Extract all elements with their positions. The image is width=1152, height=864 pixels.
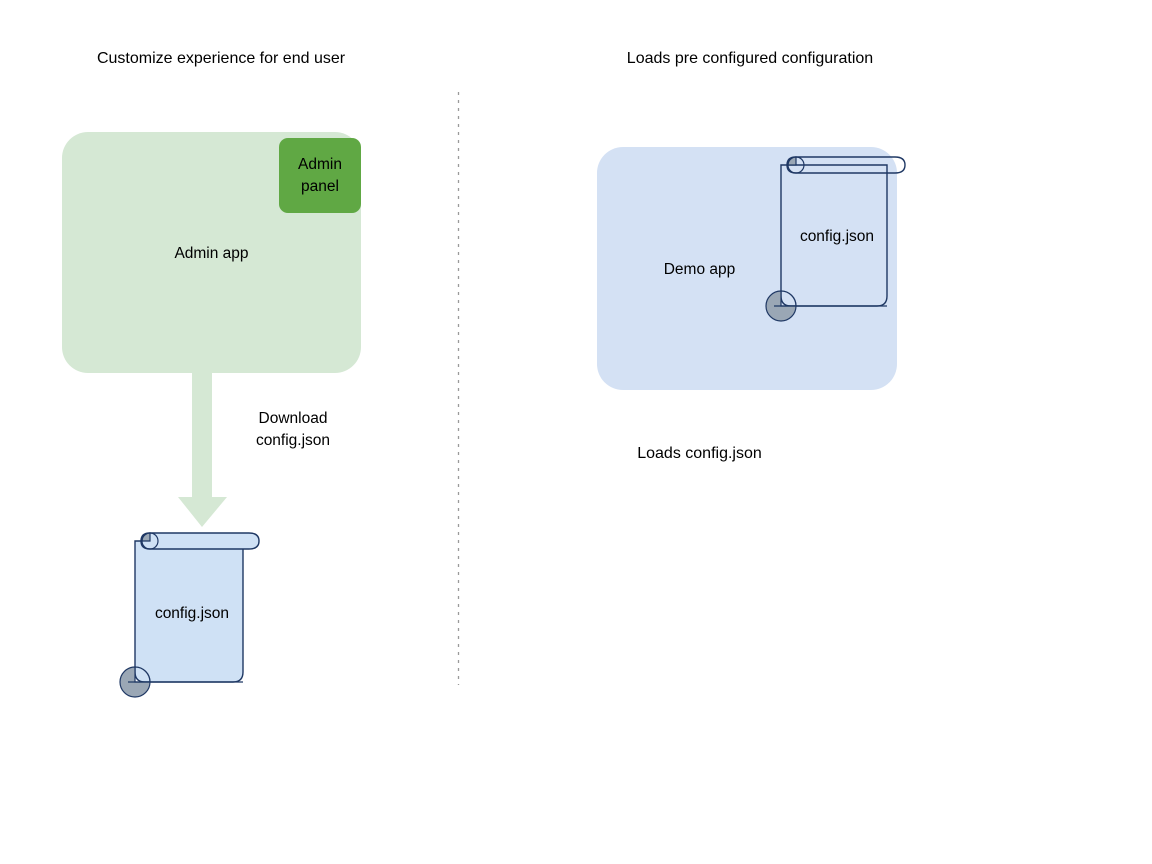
config-json-left-top-curl-ring xyxy=(141,532,159,550)
config-json-left-top-roll xyxy=(140,532,260,550)
config-json-right-top-roll xyxy=(786,156,906,174)
download-arrow-shape xyxy=(178,373,227,527)
config-json-right-bottom-curl-arc xyxy=(780,290,797,307)
config-json-left-body[interactable] xyxy=(134,540,244,683)
config-json-right-top-curl-ring xyxy=(787,156,805,174)
config-json-left-bottom-curl-arc xyxy=(134,666,151,683)
demo-app-box[interactable] xyxy=(597,147,897,390)
config-json-right-bottom-curl xyxy=(765,290,797,322)
admin-panel-box[interactable] xyxy=(279,138,361,213)
config-json-left-bottom-curl xyxy=(119,666,151,698)
